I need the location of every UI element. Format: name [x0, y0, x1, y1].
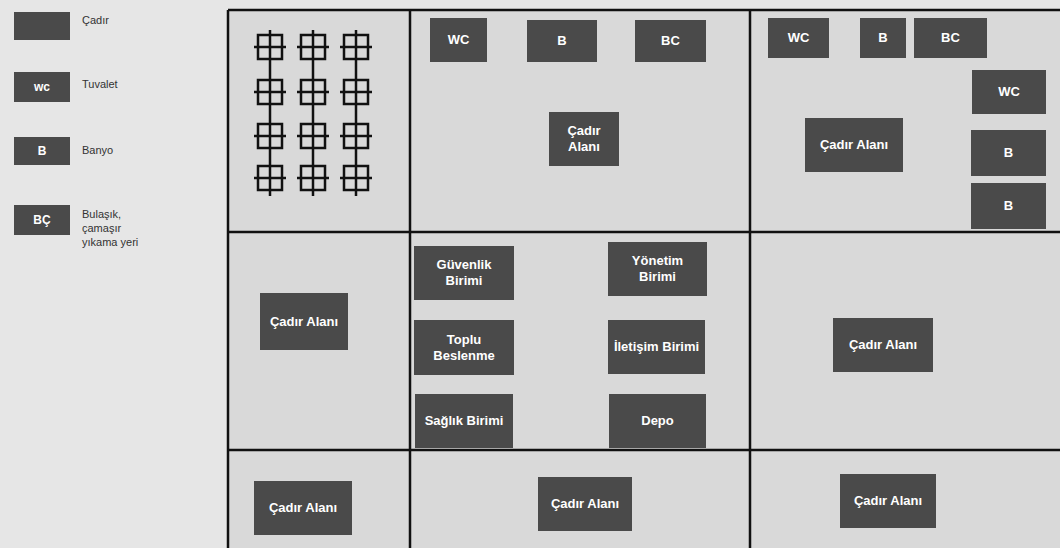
box-label: Güvenlik Birimi: [419, 257, 509, 288]
legend-swatch: wc: [14, 72, 70, 102]
bath-box: B: [860, 18, 906, 58]
unit-box: Yönetim Birimi: [608, 242, 707, 296]
box-label: WC: [448, 32, 470, 48]
box-label: B: [557, 33, 566, 49]
legend-text: Bulaşık, çamaşır yıkama yeri: [82, 208, 140, 249]
unit-box: Güvenlik Birimi: [414, 246, 514, 300]
box-label: İletişim Birimi: [614, 339, 699, 355]
dishwash-box: BC: [635, 20, 706, 62]
tent-area-box: Çadır Alanı: [254, 481, 352, 535]
box-label: Çadır Alanı: [854, 493, 922, 509]
box-label: Çadır Alanı: [270, 314, 338, 330]
box-label: WC: [998, 84, 1020, 100]
bath-box: B: [971, 183, 1046, 229]
tent-area-box: Çadır Alanı: [538, 477, 632, 531]
tent-area-box: Çadır Alanı: [840, 474, 936, 528]
toilet-box: WC: [430, 18, 487, 62]
unit-box: Toplu Beslenme: [414, 320, 514, 375]
legend-swatch: [14, 12, 70, 40]
camp-ground: [228, 10, 1060, 548]
legend-code: BÇ: [33, 213, 50, 227]
legend-text: Tuvalet: [82, 78, 140, 92]
box-label: Çadır Alanı: [551, 496, 619, 512]
legend-text: Banyo: [82, 144, 140, 158]
tent-area-box: Çadır Alanı: [805, 118, 903, 172]
tent-symbols: [254, 30, 372, 196]
box-label: B: [1004, 145, 1013, 161]
box-label: Toplu Beslenme: [419, 332, 509, 363]
box-label: Depo: [641, 413, 674, 429]
legend-swatch: BÇ: [14, 205, 70, 235]
tent-area-box: Çadır Alanı: [260, 293, 348, 350]
box-label: Yönetim Birimi: [613, 253, 702, 284]
grid-lines: [228, 10, 1060, 548]
box-label: WC: [788, 30, 810, 46]
box-label: Çadır Alanı: [849, 337, 917, 353]
legend-swatch: B: [14, 137, 70, 165]
legend-text: Çadır: [82, 14, 140, 28]
box-label: BC: [941, 30, 960, 46]
legend-code: wc: [34, 80, 50, 94]
bath-box: B: [971, 130, 1046, 176]
box-label: Sağlık Birimi: [425, 413, 504, 429]
box-label: Çadır Alanı: [269, 500, 337, 516]
toilet-box: WC: [972, 70, 1046, 114]
tent-area-box: Çadır Alanı: [549, 112, 619, 166]
box-label: Çadır Alanı: [554, 123, 614, 154]
unit-box: Depo: [609, 394, 706, 448]
box-label: Çadır Alanı: [820, 137, 888, 153]
legend-code: B: [38, 144, 47, 158]
box-label: B: [1004, 198, 1013, 214]
bath-box: B: [527, 20, 597, 62]
tent-area-box: Çadır Alanı: [833, 318, 933, 372]
unit-box: Sağlık Birimi: [415, 394, 513, 448]
toilet-box: WC: [768, 18, 829, 58]
dishwash-box: BC: [914, 18, 987, 58]
unit-box: İletişim Birimi: [608, 320, 705, 374]
box-label: BC: [661, 33, 680, 49]
box-label: B: [878, 30, 887, 46]
